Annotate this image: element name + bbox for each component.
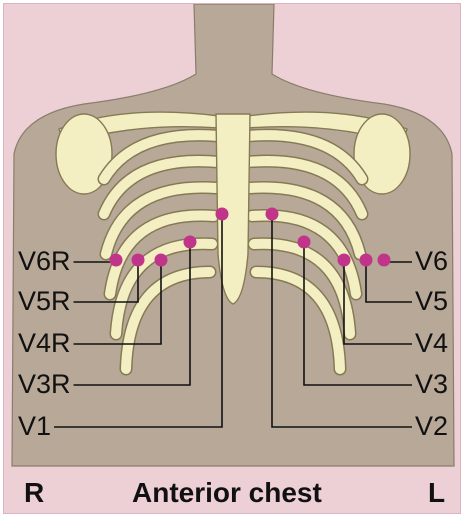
lead-label-v6: V6 xyxy=(415,248,448,275)
electrode-dot xyxy=(155,254,168,267)
view-caption: Anterior chest xyxy=(132,479,322,507)
electrode-dot xyxy=(184,236,197,249)
electrode-dot xyxy=(132,254,145,267)
electrode-dot xyxy=(266,208,279,221)
diagram-frame: V6R V5R V4R V3R V1 V6 V5 V4 V3 V2 R Ante… xyxy=(3,3,461,514)
lead-label-v2: V2 xyxy=(415,413,448,440)
left-side-label: L xyxy=(428,479,445,507)
electrode-dot xyxy=(338,254,351,267)
lead-label-v3r: V3R xyxy=(18,371,71,398)
lead-label-v1: V1 xyxy=(18,413,51,440)
electrode-dot xyxy=(298,236,311,249)
electrode-dot xyxy=(378,254,391,267)
right-side-label: R xyxy=(24,479,44,507)
chest-illustration xyxy=(4,4,461,514)
electrode-dot xyxy=(216,208,229,221)
lead-label-v5r: V5R xyxy=(18,288,71,315)
lead-label-v4r: V4R xyxy=(18,330,71,357)
electrode-dot xyxy=(360,254,373,267)
lead-label-v5: V5 xyxy=(415,288,448,315)
lead-label-v4: V4 xyxy=(415,330,448,357)
lead-label-v3: V3 xyxy=(415,371,448,398)
lead-label-v6r: V6R xyxy=(18,248,71,275)
electrode-dot xyxy=(110,254,123,267)
